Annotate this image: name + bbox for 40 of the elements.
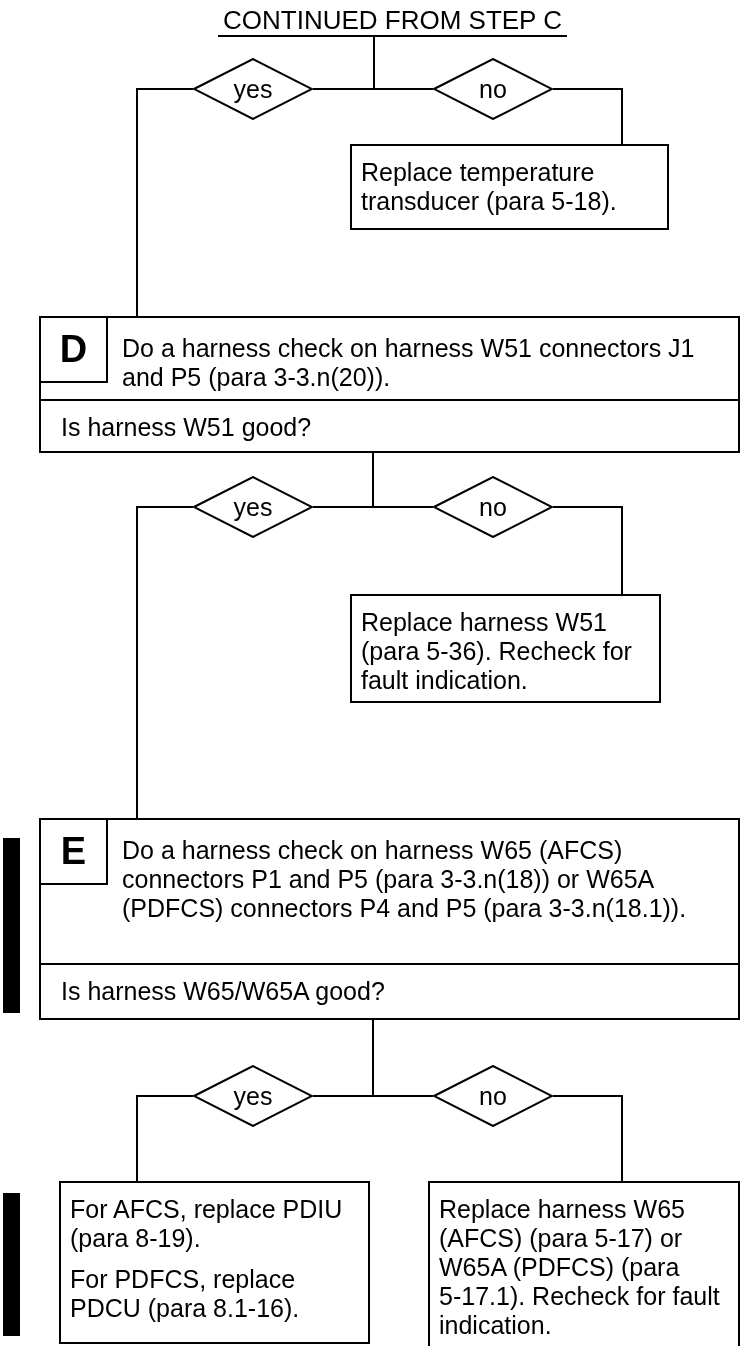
- connector-line: [136, 506, 194, 819]
- action-box: [350, 144, 669, 230]
- decision-label: yes: [233, 76, 273, 102]
- connector-line: [372, 452, 434, 508]
- step-box: [39, 316, 740, 453]
- decision-diamond: [433, 58, 553, 120]
- change-bar: [3, 838, 20, 1013]
- action-text: For PDFCS, replace PDCU (para 8.1‑16).: [70, 1265, 301, 1323]
- connector-line: [136, 88, 194, 317]
- connector-line: [136, 1095, 194, 1182]
- decision-diamond: [193, 476, 313, 538]
- decision-diamond: [433, 1065, 553, 1127]
- action-text: Replace harness W65 (AFCS) (para 5‑17) or W65A (PDFCS) (para 5‑17.1). Recheck for fault indication.: [439, 1195, 721, 1340]
- action-text: Replace temperature transducer (para 5‑18).: [361, 158, 618, 216]
- decision-label: no: [479, 494, 507, 520]
- action-box: [350, 594, 661, 703]
- decision-diamond: [193, 1065, 313, 1127]
- connector-line: [552, 506, 623, 595]
- action-text: For AFCS, replace PDIU (para 8‑19).: [70, 1195, 344, 1253]
- decision-label: no: [479, 76, 507, 102]
- question-text: Is harness W65/W65A good?: [60, 976, 386, 1006]
- step-letter: D: [41, 318, 108, 383]
- decision-diamond: [433, 476, 553, 538]
- decision-label: no: [479, 1083, 507, 1109]
- heading-text: CONTINUED FROM STEP C: [218, 5, 567, 37]
- connector-line: [552, 1095, 623, 1182]
- instruction-text: Do a harness check on harness W65 (AFCS) connectors P1 and P5 (para 3‑3.n(18)) or W65A (PDFCS) connectors P4 and P5 (para 3‑3.n(18.1)).: [122, 836, 688, 923]
- connector-line: [373, 36, 434, 90]
- connector-line: [552, 88, 623, 145]
- change-bar: [3, 1193, 20, 1336]
- action-text: Replace harness W51 (para 5‑36). Recheck for fault indication.: [361, 608, 633, 695]
- decision-diamond: [193, 58, 313, 120]
- step-box: [39, 818, 740, 1020]
- action-box: [428, 1181, 740, 1346]
- decision-label: yes: [233, 494, 273, 520]
- step-letter: E: [41, 820, 108, 885]
- decision-label: yes: [233, 1083, 273, 1109]
- action-box: [59, 1181, 370, 1344]
- question-text: Is harness W51 good?: [60, 412, 313, 442]
- instruction-text: Do a harness check on harness W51 connectors J1 and P5 (para 3‑3.n(20)).: [122, 334, 696, 392]
